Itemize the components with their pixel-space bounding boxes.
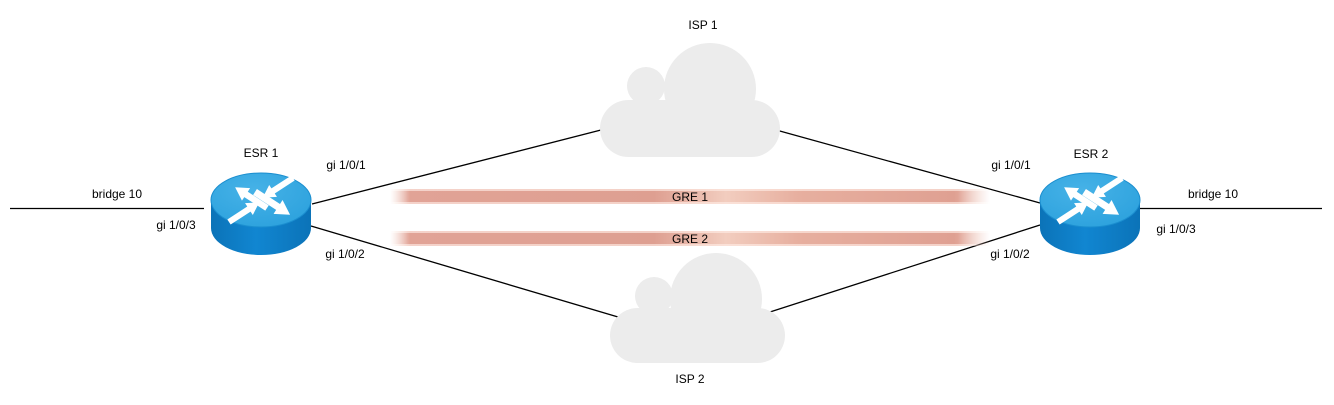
router-esr1-label: ESR 1 (243, 146, 279, 160)
tunnel-gre1: GRE 1 (390, 189, 990, 204)
esr1-if1-label: gi 1/0/1 (326, 158, 366, 172)
router-esr2-label: ESR 2 (1073, 147, 1109, 161)
cloud-isp2 (610, 253, 785, 363)
router-esr2 (1040, 172, 1140, 255)
esr2-if1-label: gi 1/0/1 (991, 158, 1031, 172)
esr1-bridge-label: bridge 10 (91, 187, 143, 201)
esr1-if2-label: gi 1/0/2 (325, 247, 365, 261)
cloud-isp2-label: ISP 2 (675, 372, 705, 386)
esr2-bridge-label: bridge 10 (1187, 187, 1239, 201)
esr1-if3-label: gi 1/0/3 (156, 218, 196, 232)
link-isp1-esr2 (739, 119, 1041, 204)
router-esr1 (211, 172, 311, 255)
esr2-if2-label: gi 1/0/2 (990, 247, 1030, 261)
cloud-isp1 (600, 43, 780, 157)
link-esr1-isp1 (311, 119, 641, 205)
tunnel-gre1-label: GRE 1 (671, 189, 708, 204)
link-esr1-isp2 (310, 225, 646, 326)
esr2-if3-label: gi 1/0/3 (1156, 222, 1196, 236)
cloud-isp1-label: ISP 1 (688, 18, 718, 32)
tunnel-gre2: GRE 2 (390, 231, 990, 246)
tunnel-gre2-label: GRE 2 (671, 231, 708, 246)
link-isp2-esr2 (744, 224, 1041, 321)
